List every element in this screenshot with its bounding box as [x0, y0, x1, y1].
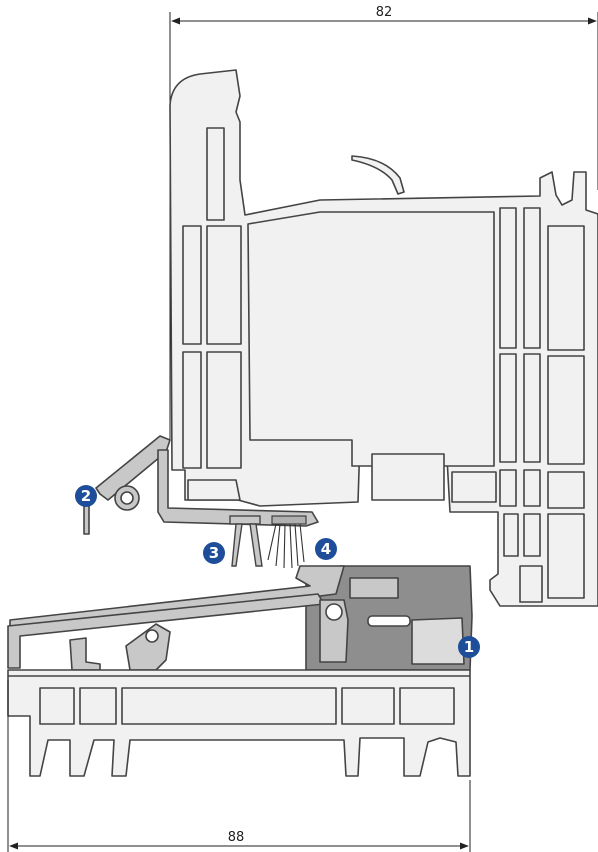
callout-2-label: 2 — [81, 487, 91, 505]
top-dimension-label: 82 — [376, 5, 393, 20]
callout-4: 4 — [315, 538, 337, 560]
bottom-dimension: 88 — [7, 680, 471, 852]
callout-1-label: 1 — [464, 638, 474, 656]
bottom-dimension-label: 88 — [228, 830, 245, 845]
callout-1: 1 — [458, 636, 480, 658]
sash-profile — [169, 69, 598, 607]
brush-seal — [267, 515, 307, 569]
fin-gasket — [229, 515, 263, 567]
threshold-profile — [7, 565, 473, 777]
callout-3-label: 3 — [209, 544, 219, 562]
callout-2: 2 — [75, 485, 97, 507]
callout-3: 3 — [203, 542, 225, 564]
callout-4-label: 4 — [321, 540, 331, 558]
